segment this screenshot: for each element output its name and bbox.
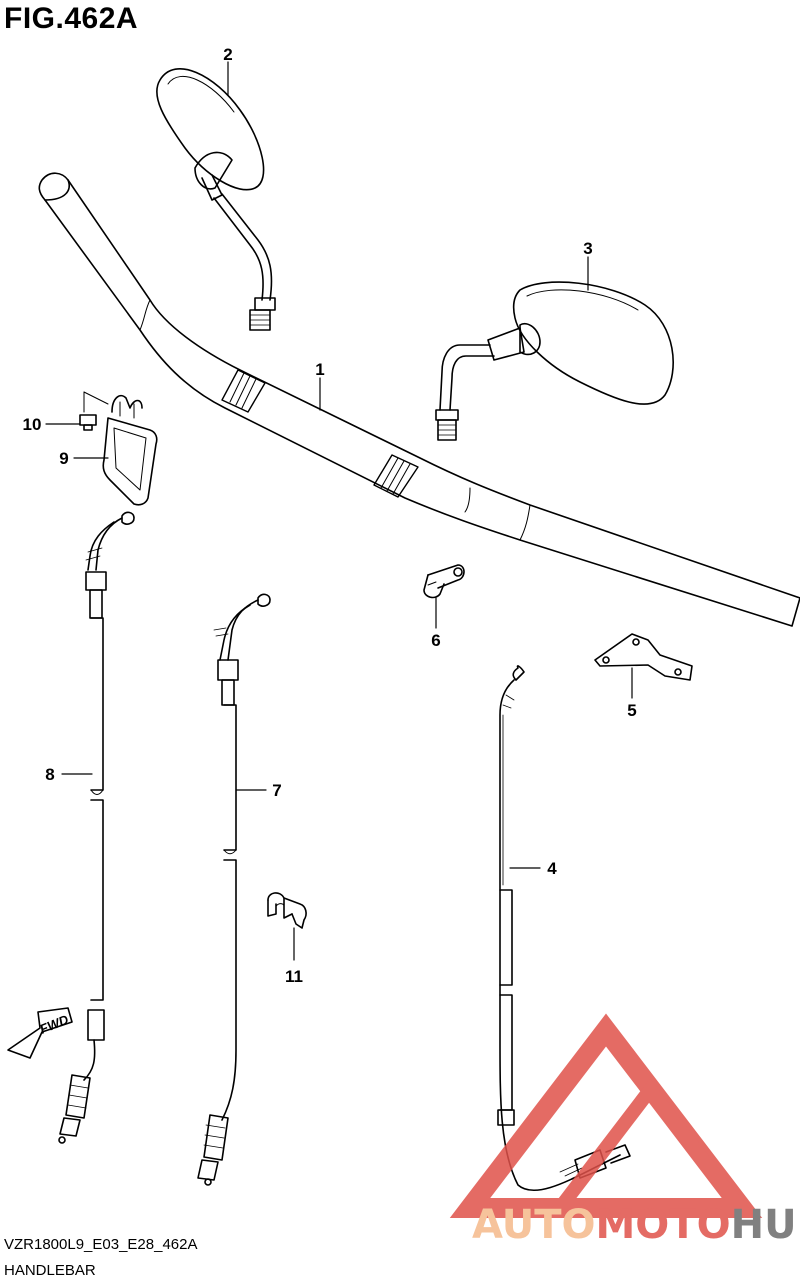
screw bbox=[79, 391, 109, 431]
callout-2[interactable]: 2 bbox=[223, 45, 232, 64]
watermark-moto: MOTO bbox=[596, 1202, 731, 1248]
figure-title: FIG.462A bbox=[4, 2, 139, 35]
fwd-label: FWD bbox=[38, 1012, 72, 1037]
mirror-right bbox=[435, 281, 674, 441]
callout-10[interactable]: 10 bbox=[23, 415, 42, 434]
throttle-cable-8 bbox=[58, 511, 135, 1144]
holder bbox=[102, 394, 158, 506]
callout-1[interactable]: 1 bbox=[315, 360, 324, 379]
callout-5[interactable]: 5 bbox=[627, 701, 636, 720]
handlebar bbox=[38, 172, 800, 627]
callout-7[interactable]: 7 bbox=[272, 781, 281, 800]
watermark-logo: AUTOMOTOHUB bbox=[449, 1013, 800, 1248]
watermark-auto: AUTO bbox=[472, 1202, 596, 1248]
callout-6[interactable]: 6 bbox=[431, 631, 440, 650]
bracket bbox=[594, 633, 693, 681]
callout-8[interactable]: 8 bbox=[45, 765, 54, 784]
clutch-cable bbox=[497, 665, 631, 1191]
callout-3[interactable]: 3 bbox=[583, 239, 592, 258]
drawing-code: VZR1800L9_E03_E28_462A bbox=[4, 1236, 198, 1253]
assembly-name: HANDLEBAR bbox=[4, 1262, 96, 1279]
cable-clip bbox=[267, 892, 307, 929]
callout-4[interactable]: 4 bbox=[547, 859, 557, 878]
svg-text:AUTOMOTOHUB: AUTOMOTOHUB bbox=[472, 1202, 800, 1248]
throttle-cable-7 bbox=[197, 593, 271, 1186]
mirror-left bbox=[156, 68, 276, 331]
clamp bbox=[423, 564, 465, 599]
fwd-arrow bbox=[7, 1007, 73, 1059]
callout-11[interactable]: 11 bbox=[285, 967, 303, 986]
callout-9[interactable]: 9 bbox=[59, 449, 68, 468]
watermark-hub: HUB bbox=[731, 1202, 800, 1248]
